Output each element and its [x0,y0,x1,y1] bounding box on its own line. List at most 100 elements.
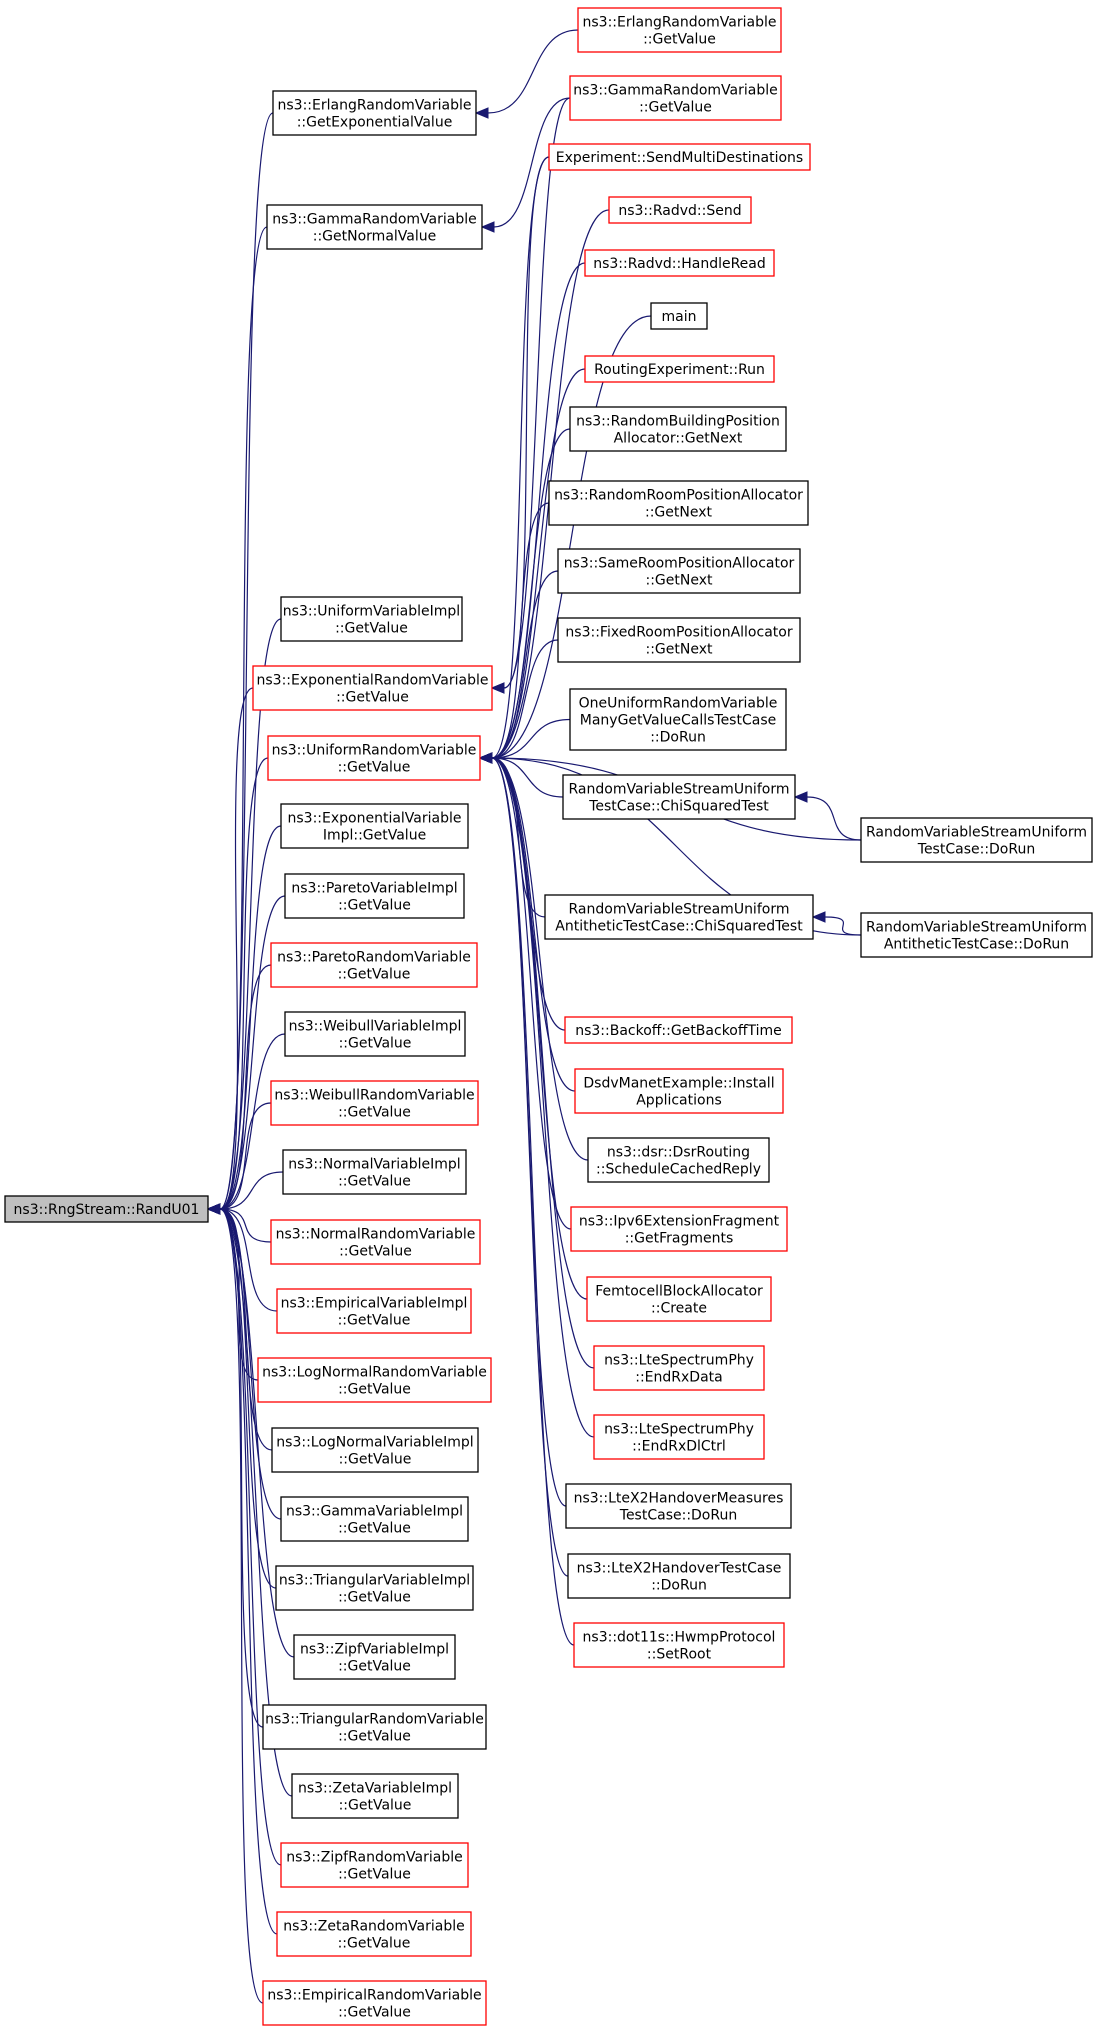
node-label-line: ns3::LogNormalVariableImpl [276,1435,473,1451]
edge-line [219,964,272,1210]
call-edge [480,97,571,233]
node-label-line: ns3::ZetaVariableImpl [298,1781,452,1797]
node-label-line: RoutingExperiment::Run [594,362,765,378]
call-edge [490,97,571,694]
node-label-line: ::GetValue [338,760,411,776]
function-node[interactable]: ns3::EmpiricalVariableImpl::GetValue [276,1288,472,1334]
function-node[interactable]: RandomVariableStreamUniformAntitheticTes… [860,912,1093,958]
function-node-box [650,302,708,330]
function-node[interactable]: ns3::ZetaVariableImpl::GetValue [291,1773,459,1819]
node-label-line: AntitheticTestCase::DoRun [884,937,1069,953]
function-node[interactable]: RandomVariableStreamUniformTestCase::Chi… [562,774,796,820]
node-label-line: FemtocellBlockAllocator [595,1284,763,1300]
edge-line [219,618,282,1210]
function-node[interactable]: ns3::ExponentialRandomVariable::GetValue [252,665,493,711]
function-node[interactable]: Experiment::SendMultiDestinations [548,143,811,171]
function-node[interactable]: ns3::ZipfRandomVariable::GetValue [280,1842,469,1888]
function-node[interactable]: ns3::GammaVariableImpl::GetValue [280,1496,469,1542]
node-label-line: ns3::LteX2HandoverMeasures [574,1491,784,1507]
node-label-line: ::GetValue [338,898,411,914]
node-label-line: ::ScheduleCachedReply [596,1162,761,1178]
function-node[interactable]: ns3::FixedRoomPositionAllocator::GetNext [557,617,801,663]
function-node[interactable]: ns3::dot11s::HwmpProtocol::SetRoot [573,1622,785,1668]
function-node-box [860,912,1093,958]
edge-line [491,718,571,759]
function-node[interactable]: ns3::WeibullRandomVariable::GetValue [270,1080,479,1126]
function-node[interactable]: ns3::LogNormalRandomVariable::GetValue [257,1357,492,1403]
function-node[interactable]: ns3::LteSpectrumPhy::EndRxData [593,1345,765,1391]
node-label-line: ns3::LteSpectrumPhy [604,1422,754,1438]
call-edge [478,752,567,1507]
node-label-line: ::GetValue [339,1452,412,1468]
call-edge [478,718,571,764]
edge-line [219,757,269,1210]
function-node[interactable]: ns3::NormalRandomVariable::GetValue [270,1219,481,1265]
node-label-line: ns3::Ipv6ExtensionFragment [579,1214,780,1230]
function-node-box [569,688,787,751]
node-label-line: TestCase::DoRun [917,842,1035,858]
function-node[interactable]: ns3::LteX2HandoverTestCase::DoRun [567,1553,791,1599]
function-node-box [557,617,801,663]
node-label-line: ns3::ExponentialVariable [288,811,462,827]
function-node[interactable]: ns3::Ipv6ExtensionFragment::GetFragments [570,1206,788,1252]
function-node[interactable]: ns3::ZipfVariableImpl::GetValue [293,1634,456,1680]
function-node[interactable]: ns3::ErlangRandomVariable::GetExponentia… [272,90,477,136]
function-node[interactable]: ns3::Radvd::HandleRead [584,249,775,277]
function-node[interactable]: ns3::NormalVariableImpl::GetValue [282,1149,467,1195]
node-label-line: RandomVariableStreamUniform [866,825,1087,841]
node-label-line: AntitheticTestCase::ChiSquaredTest [555,919,803,935]
node-label-line: Experiment::SendMultiDestinations [556,150,803,166]
function-node[interactable]: RoutingExperiment::Run [584,355,775,383]
edge-line [806,796,862,841]
function-node[interactable]: ns3::dsr::DsrRouting::ScheduleCachedRepl… [587,1137,770,1183]
function-node[interactable]: ns3::ErlangRandomVariable::GetValue [577,7,782,53]
function-node[interactable]: ns3::WeibullVariableImpl::GetValue [284,1011,466,1057]
function-node[interactable]: ns3::LteSpectrumPhy::EndRxDlCtrl [593,1414,765,1460]
node-label-line: ns3::ZetaRandomVariable [283,1919,464,1935]
function-node-box [284,1011,466,1057]
edge-line [491,757,576,1092]
function-node[interactable]: ns3::GammaRandomVariable::GetNormalValue [266,204,483,250]
function-node[interactable]: ns3::Backoff::GetBackoffTime [564,1016,793,1044]
root-node[interactable]: ns3::RngStream::RandU01 [4,1195,209,1223]
function-node[interactable]: OneUniformRandomVariableManyGetValueCall… [569,688,787,751]
function-node-box [593,1414,765,1460]
function-node[interactable]: ns3::EmpiricalRandomVariable::GetValue [262,1980,487,2026]
function-node[interactable]: ns3::Radvd::Send [608,196,752,224]
edge-line [493,97,571,228]
edge-arrowhead [206,1203,221,1215]
function-node[interactable]: ns3::UniformRandomVariable::GetValue [267,735,481,781]
function-node[interactable]: ns3::ParetoVariableImpl::GetValue [284,873,465,919]
function-node[interactable]: ns3::TriangularVariableImpl::GetValue [275,1565,474,1611]
node-label-line: ns3::ZipfRandomVariable [286,1850,462,1866]
node-label-line: ns3::RngStream::RandU01 [14,1202,200,1218]
function-node[interactable]: ns3::RandomBuildingPositionAllocator::Ge… [569,406,787,452]
function-node[interactable]: ns3::ParetoRandomVariable::GetValue [270,942,478,988]
function-node[interactable]: ns3::LteX2HandoverMeasuresTestCase::DoRu… [565,1483,792,1529]
node-label-line: ::GetValue [338,1590,411,1606]
function-node[interactable]: FemtocellBlockAllocator::Create [586,1276,772,1322]
function-node[interactable]: ns3::GammaRandomVariable::GetValue [569,75,782,121]
edge-line [491,639,559,759]
function-node[interactable]: ns3::RandomRoomPositionAllocator::GetNex… [548,480,809,526]
node-label-line: ::GetValue [338,1729,411,1745]
node-label-line: ns3::dsr::DsrRouting [607,1145,750,1161]
function-node[interactable]: ns3::UniformVariableImpl::GetValue [280,596,463,642]
node-label-line: ns3::TriangularRandomVariable [265,1712,484,1728]
edge-line [219,687,254,1210]
function-node-box [280,803,469,849]
function-node[interactable]: main [650,302,708,330]
function-node[interactable]: ns3::SameRoomPositionAllocator::GetNext [557,548,801,594]
function-node[interactable]: RandomVariableStreamUniformTestCase::DoR… [860,817,1093,863]
function-node[interactable]: ns3::LogNormalVariableImpl::GetValue [271,1427,479,1473]
function-node-box [573,1622,785,1668]
function-node-box [275,1565,474,1611]
node-label-line: ::GetValue [639,100,712,116]
function-node[interactable]: RandomVariableStreamUniformAntitheticTes… [544,894,814,940]
node-label-line: OneUniformRandomVariable [579,696,778,712]
edge-line [491,757,564,798]
function-node[interactable]: ns3::TriangularRandomVariable::GetValue [262,1704,487,1750]
function-node[interactable]: ns3::ZetaRandomVariable::GetValue [276,1911,472,1957]
